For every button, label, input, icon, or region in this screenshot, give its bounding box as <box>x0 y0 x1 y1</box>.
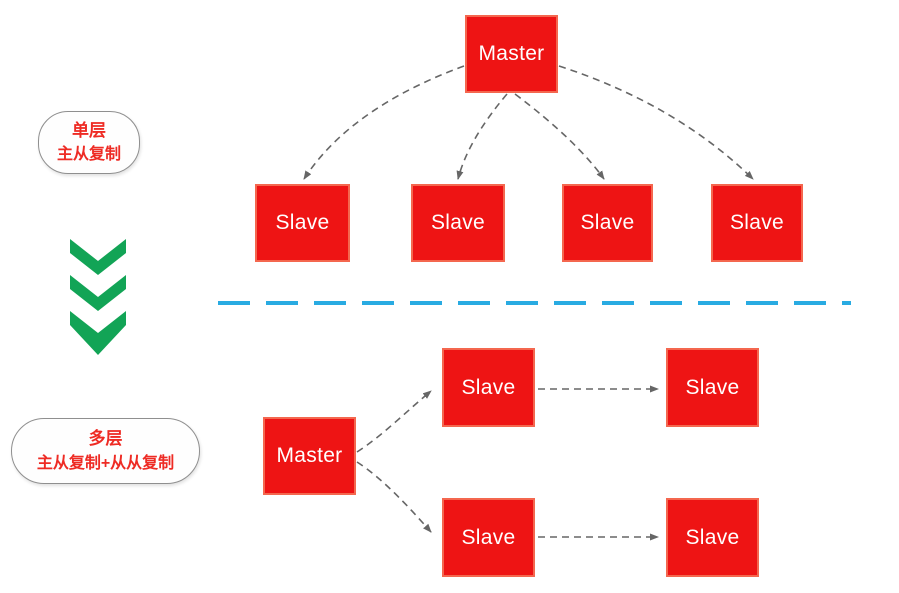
multi-layer-label-line2: 主从复制+从从复制 <box>36 454 175 472</box>
master-node-top: Master <box>465 15 558 93</box>
arrow-master-to-slave2 <box>456 93 508 180</box>
single-layer-label-line2: 主从复制 <box>56 146 121 164</box>
slave-node-1: Slave <box>255 184 350 262</box>
arrow-master-to-slave4 <box>558 65 754 180</box>
slave-node-4: Slave <box>711 184 803 262</box>
master-node-bottom: Master <box>263 417 356 495</box>
multi-layer-label: 多层 主从复制+从从复制 <box>11 418 200 484</box>
slave-node-8: Slave <box>666 498 759 577</box>
down-chevron-1-icon <box>70 239 126 275</box>
down-chevron-2-icon <box>70 275 126 311</box>
arrow-master-to-slave3 <box>514 93 605 180</box>
slave-node-2: Slave <box>411 184 505 262</box>
slave-node-7: Slave <box>442 498 535 577</box>
arrow-master-to-slave1 <box>303 65 465 180</box>
down-chevron-3-icon <box>70 311 126 355</box>
arrow-master2-to-slave7 <box>356 461 432 533</box>
slave-node-5: Slave <box>442 348 535 427</box>
arrow-master2-to-slave5 <box>356 390 432 453</box>
single-layer-label: 单层 主从复制 <box>38 111 140 174</box>
slave-node-3: Slave <box>562 184 653 262</box>
slave-node-6: Slave <box>666 348 759 427</box>
single-layer-label-line1: 单层 <box>72 120 106 140</box>
multi-layer-label-line1: 多层 <box>88 429 123 449</box>
